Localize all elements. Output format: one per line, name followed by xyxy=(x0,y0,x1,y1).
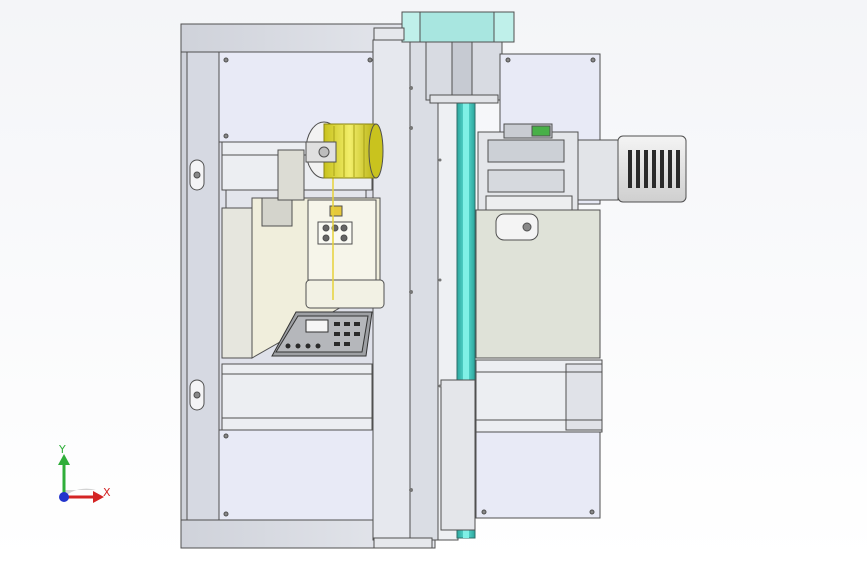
wire-spool xyxy=(305,121,384,179)
feed-nozzle xyxy=(317,170,353,300)
y-axis-label: Y xyxy=(58,443,66,456)
slide-cylinder xyxy=(477,123,579,213)
coordinate-triad xyxy=(58,454,104,503)
right-guide-plate xyxy=(475,209,601,359)
top-coupler xyxy=(401,11,515,104)
top-clamp xyxy=(373,27,405,41)
x-axis-label: X xyxy=(103,486,111,499)
left-lower-bracket xyxy=(221,363,373,431)
mounting-slots xyxy=(189,159,205,411)
left-lower-panel xyxy=(218,429,380,521)
control-panel xyxy=(271,311,373,357)
right-lower-frame xyxy=(475,359,603,519)
bottom-clamp xyxy=(373,537,433,549)
stepper-motor xyxy=(577,135,687,203)
